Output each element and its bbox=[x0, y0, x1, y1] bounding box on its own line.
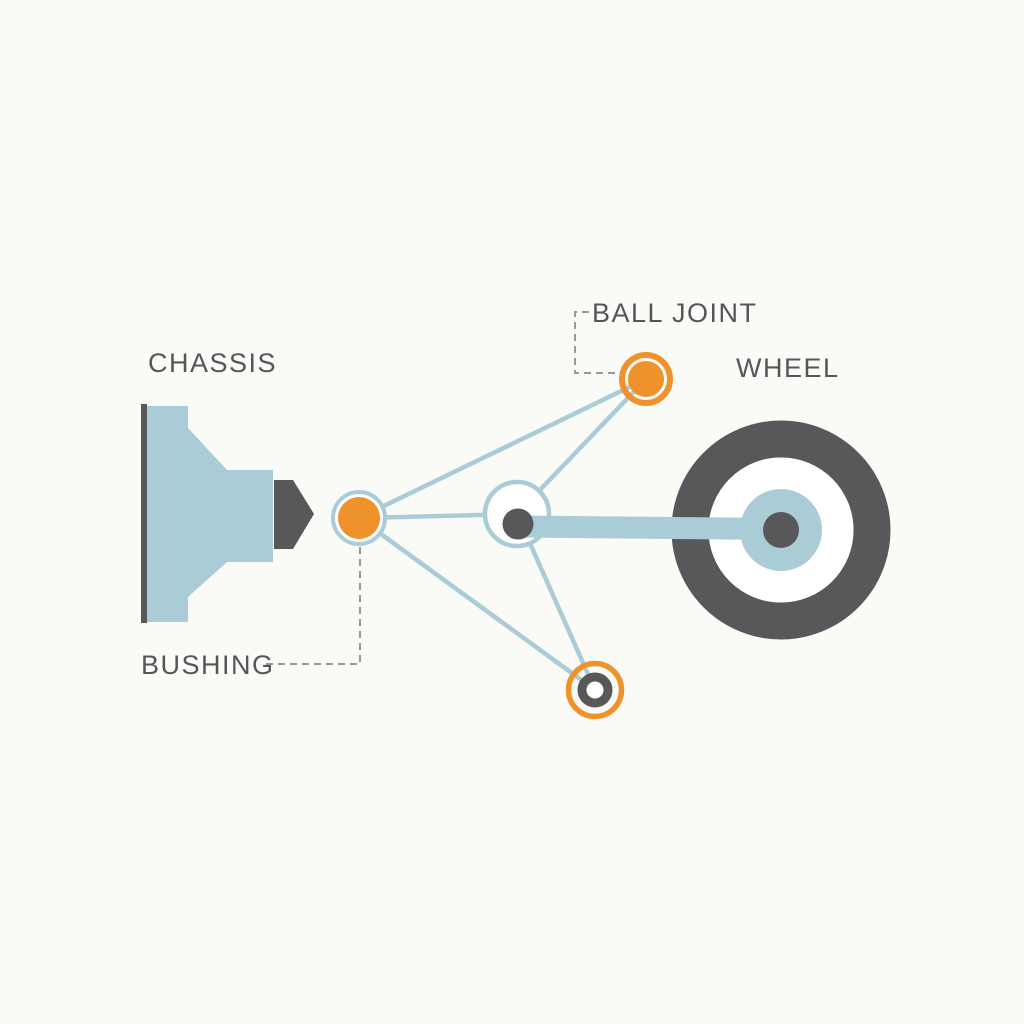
leader-lines bbox=[263, 311, 617, 665]
chassis-group bbox=[141, 404, 314, 623]
pivot-pin bbox=[502, 508, 534, 540]
bushing-leader bbox=[263, 547, 361, 665]
bushing-label: BUSHING bbox=[141, 650, 275, 680]
link-bushing-lowerjoint bbox=[357, 516, 597, 692]
lower-joint-bushing bbox=[577, 672, 613, 708]
chassis-mount-plate bbox=[141, 404, 147, 623]
chassis-arrow bbox=[274, 480, 314, 549]
wheel-group bbox=[517, 420, 891, 640]
lower-joint-ring bbox=[565, 660, 625, 720]
chassis-bracket bbox=[147, 406, 273, 622]
chassis-label: CHASSIS bbox=[148, 348, 278, 378]
link-bushing-balljoint bbox=[358, 376, 647, 521]
axle-bar bbox=[517, 515, 771, 540]
ball-joint-core bbox=[628, 361, 664, 397]
ball-joint-leader bbox=[574, 311, 617, 374]
wheel-hub-center bbox=[763, 512, 799, 548]
wheel-label: WHEEL bbox=[736, 353, 840, 383]
ball-joint-label: BALL JOINT bbox=[592, 298, 758, 328]
ball-joint-ring bbox=[619, 352, 673, 406]
bushing-core bbox=[338, 497, 380, 539]
